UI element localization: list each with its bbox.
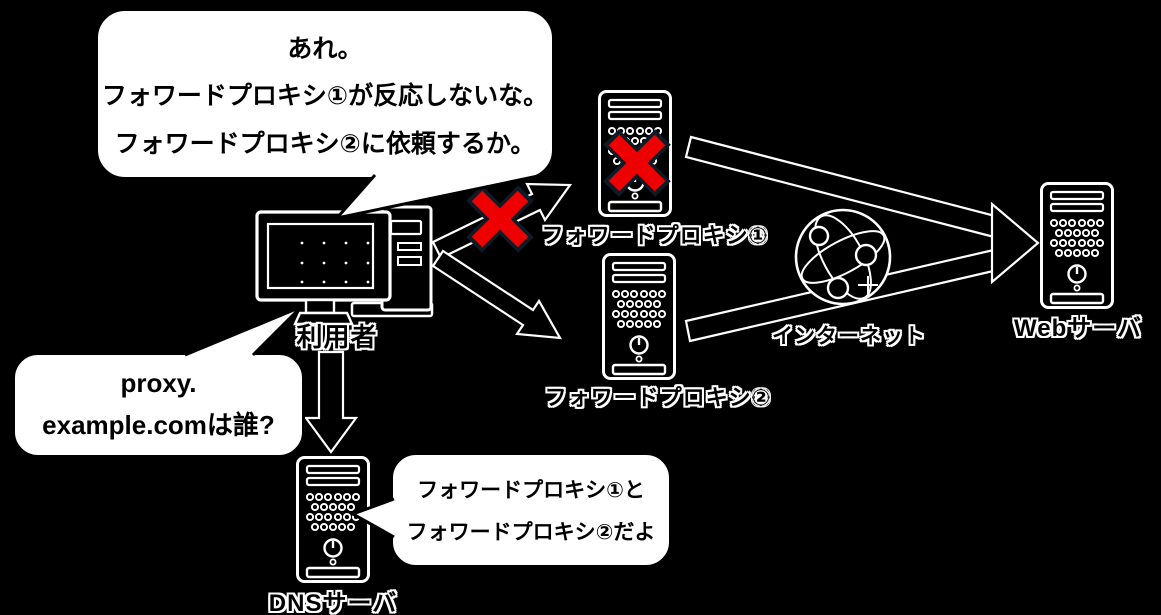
arrow-user-to-proxy2: [431, 249, 562, 340]
internet-label: インターネット: [772, 325, 926, 348]
web-server-icon: [1040, 182, 1114, 309]
web-server-label: Webサーバ: [1014, 315, 1142, 342]
proxy1-label: フォワードプロキシ①: [541, 223, 769, 248]
dns-reply-bubble-tail: [349, 497, 395, 539]
dns-reply-bubble: フォワードプロキシ①と フォワードプロキシ②だよ: [390, 452, 672, 568]
bubble-text-line: フォワードプロキシ①と: [417, 478, 645, 502]
globe-icon: [794, 208, 892, 306]
bubble-text-line: example.comは誰?: [42, 410, 275, 441]
bubble-text-line: フォワードプロキシ②に依頼するか。: [114, 129, 536, 158]
bubble-text-line: あれ。: [287, 34, 363, 63]
user-thought-bubble-tail: [332, 173, 544, 221]
user-thought-bubble: あれ。 フォワードプロキシ①が反応しないな。 フォワードプロキシ②に依頼するか。: [95, 8, 555, 180]
user-label: 利用者: [296, 322, 378, 352]
dns-server-label: DNSサーバ: [268, 590, 398, 615]
bubble-text-line: proxy.: [120, 367, 197, 398]
proxy2-label: フォワードプロキシ②: [544, 385, 772, 410]
desktop-pc-icon: [255, 205, 434, 326]
proxy2-server-icon: [602, 253, 676, 380]
arrow-user-to-dns: [303, 350, 359, 454]
bubble-text-line: フォワードプロキシ②だよ: [406, 521, 656, 545]
bubble-text-line: フォワードプロキシ①が反応しないな。: [101, 82, 549, 110]
arrowhead-to-web: [990, 201, 1040, 285]
dns-query-bubble: proxy. example.comは誰?: [12, 352, 305, 458]
dns-query-bubble-tail: [184, 305, 303, 357]
